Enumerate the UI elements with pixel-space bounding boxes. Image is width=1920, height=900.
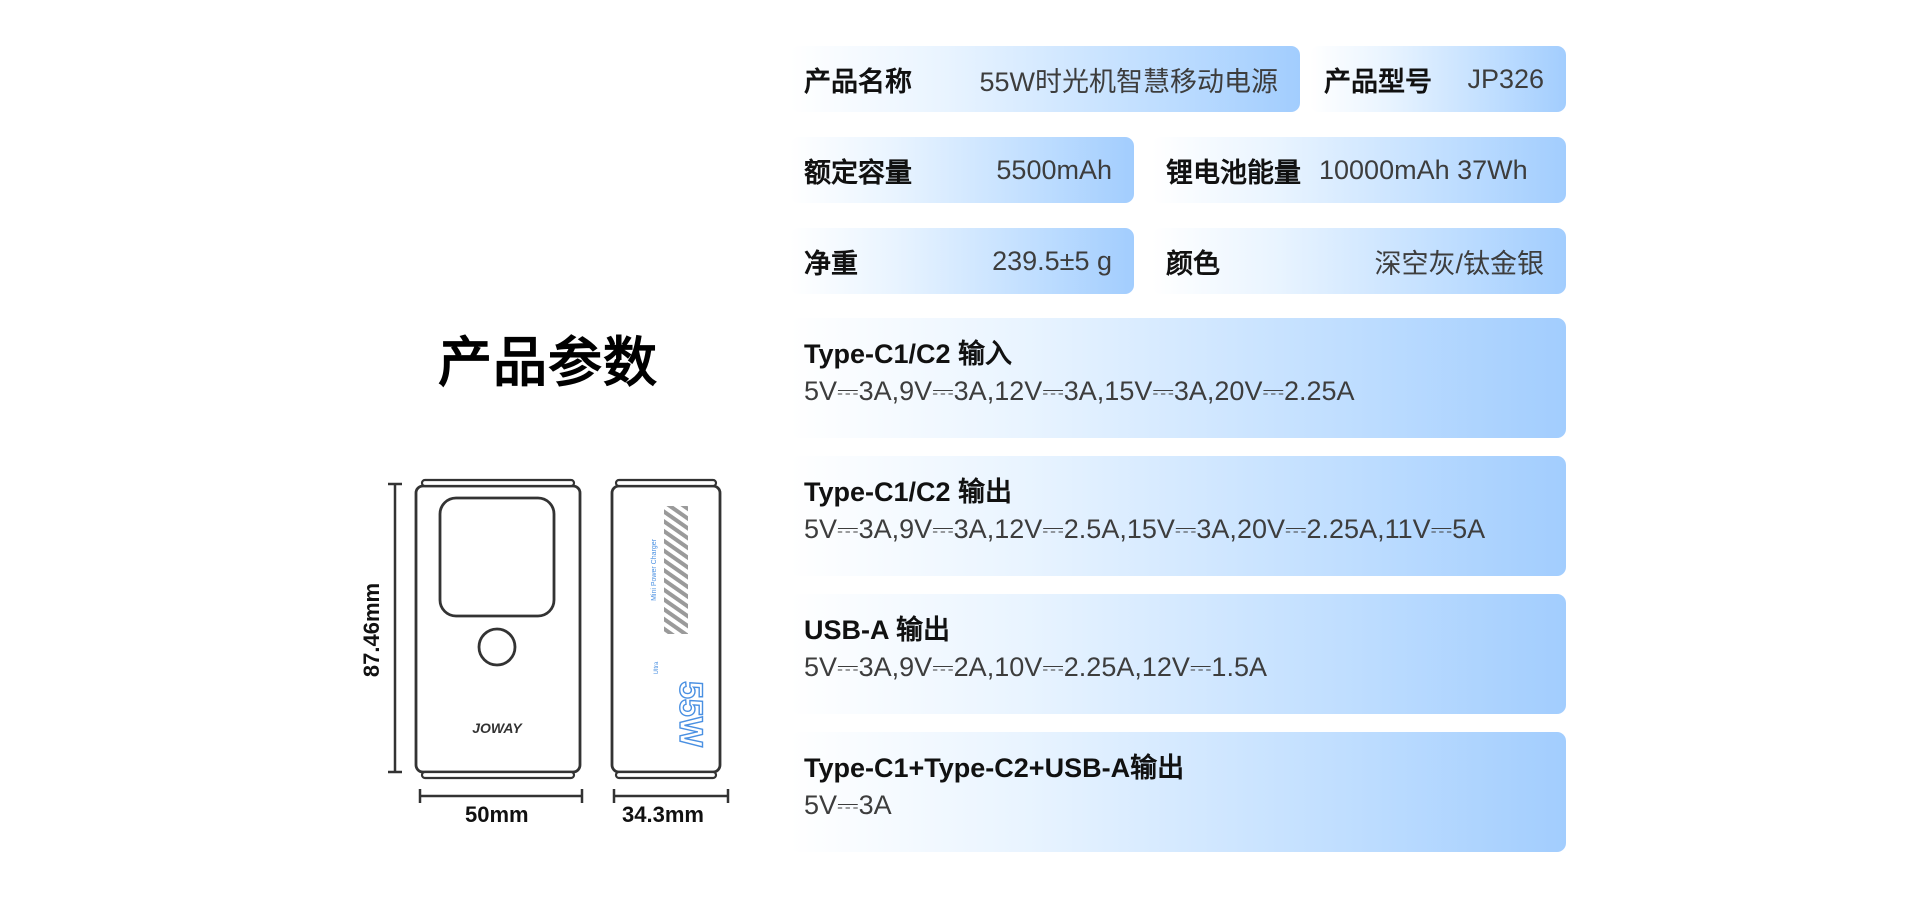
spec-card-net-weight: 净重 239.5±5 g — [790, 228, 1134, 294]
spec-value: 深空灰/钛金银 — [1374, 248, 1544, 279]
side-small-print: Mini Power Charger — [651, 538, 658, 601]
port-spec: 5V⎓3A — [804, 789, 892, 820]
port-title: USB-A 输出 — [804, 615, 950, 645]
port-title: Type-C1/C2 输出 — [804, 477, 1013, 507]
spec-label: 额定容量 — [804, 157, 912, 188]
spec-value: 239.5±5 g — [992, 245, 1112, 276]
port-title: Type-C1/C2 输入 — [804, 339, 1013, 369]
spec-card-product-name: 产品名称 55W时光机智慧移动电源 — [790, 46, 1300, 112]
side-texture-stripes — [664, 506, 688, 634]
width-dimension-label: 50mm — [465, 802, 529, 827]
spec-card-color: 颜色 深空灰/钛金银 — [1152, 228, 1566, 294]
spec-value: JP326 — [1467, 63, 1544, 94]
spec-label: 产品名称 — [804, 66, 912, 97]
port-card-c-output: Type-C1/C2 输出 5V⎓3A,9V⎓3A,12V⎓2.5A,15V⎓3… — [790, 456, 1566, 576]
depth-dimension-label: 34.3mm — [622, 802, 704, 827]
port-card-usb-a-output: USB-A 输出 5V⎓3A,9V⎓2A,10V⎓2.25A,12V⎓1.5A — [790, 594, 1566, 714]
height-dimension-label: 87.46mm — [359, 582, 384, 678]
spec-label: 净重 — [804, 248, 858, 279]
front-view: JOWAY — [414, 478, 582, 780]
spec-label: 产品型号 — [1324, 66, 1432, 97]
spec-card-model: 产品型号 JP326 — [1310, 46, 1566, 112]
port-spec: 5V⎓3A,9V⎓3A,12V⎓2.5A,15V⎓3A,20V⎓2.25A,11… — [804, 513, 1486, 544]
product-dimension-drawing: JOWAY Mini Power Charger Ultra 55W — [388, 478, 730, 803]
page-title: 产品参数 — [438, 333, 658, 393]
port-title: Type-C1+Type-C2+USB-A输出 — [804, 753, 1185, 783]
side-power-print: 55W — [673, 681, 709, 748]
brand-logo: JOWAY — [472, 720, 523, 736]
spec-card-battery-energy: 锂电池能量 10000mAh 37Wh — [1152, 137, 1566, 203]
spec-value: 55W时光机智慧移动电源 — [979, 66, 1278, 97]
spec-value: 10000mAh 37Wh — [1319, 154, 1528, 185]
side-tiny-print: Ultra — [654, 661, 660, 674]
port-spec: 5V⎓3A,9V⎓3A,12V⎓3A,15V⎓3A,20V⎓2.25A — [804, 375, 1355, 406]
spec-label: 锂电池能量 — [1166, 157, 1301, 188]
spec-value: 5500mAh — [996, 154, 1112, 185]
side-view: Mini Power Charger Ultra 55W — [610, 478, 722, 780]
spec-card-rated-capacity: 额定容量 5500mAh — [790, 137, 1134, 203]
port-card-combined-output: Type-C1+Type-C2+USB-A输出 5V⎓3A — [790, 732, 1566, 852]
port-spec: 5V⎓3A,9V⎓2A,10V⎓2.25A,12V⎓1.5A — [804, 651, 1267, 682]
spec-label: 颜色 — [1166, 248, 1220, 279]
display-window — [438, 496, 556, 618]
power-button-drawing — [477, 627, 517, 667]
port-card-c-input: Type-C1/C2 输入 5V⎓3A,9V⎓3A,12V⎓3A,15V⎓3A,… — [790, 318, 1566, 438]
